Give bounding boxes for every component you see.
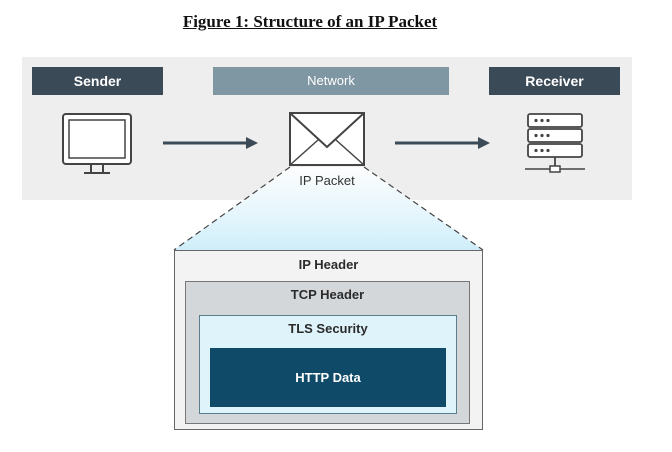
- network-label: Network: [213, 67, 449, 95]
- envelope-icon: [289, 112, 365, 166]
- arrow-right-icon: [163, 137, 258, 149]
- zoom-beam: [174, 167, 483, 250]
- server-icon: [525, 113, 585, 173]
- figure-title: Figure 1: Structure of an IP Packet: [182, 12, 438, 31]
- sender-label: Sender: [32, 67, 163, 95]
- ip-header-label: IP Header: [298, 257, 359, 272]
- zoom-line-left: [173, 166, 291, 251]
- arrow-right-icon: [395, 137, 490, 149]
- http-data-label: HTTP Data: [295, 370, 361, 385]
- tcp-header-label: TCP Header: [290, 287, 365, 302]
- zoom-line-right: [363, 166, 484, 251]
- http-data-layer: HTTP Data: [210, 348, 446, 407]
- monitor-icon: [62, 113, 132, 174]
- receiver-label: Receiver: [489, 67, 620, 95]
- ip-packet-label: IP Packet: [299, 173, 355, 188]
- tls-security-label: TLS Security: [288, 321, 368, 336]
